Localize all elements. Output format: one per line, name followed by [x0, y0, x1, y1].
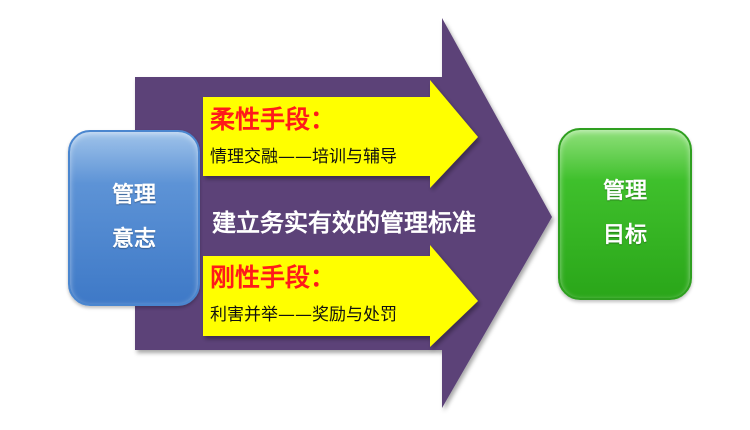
management-will-box: 管理 意志 — [68, 130, 200, 306]
management-goal-line1: 管理 — [602, 179, 647, 204]
management-goal-line2: 目标 — [602, 223, 647, 248]
hard-means-detail: 利害并举——奖励与处罚 — [210, 305, 397, 325]
management-goal-box: 管理 目标 — [558, 128, 692, 300]
soft-means-arrow — [203, 80, 478, 188]
hard-means-arrow — [203, 245, 478, 347]
management-will-line1: 管理 — [111, 183, 156, 208]
hard-means-title: 刚性手段： — [210, 263, 336, 292]
soft-means-title: 柔性手段： — [210, 105, 336, 134]
management-will-line2: 意志 — [111, 227, 156, 252]
soft-means-detail: 情理交融——培训与辅导 — [210, 147, 397, 167]
center-standard-text: 建立务实有效的管理标准 — [212, 209, 476, 237]
